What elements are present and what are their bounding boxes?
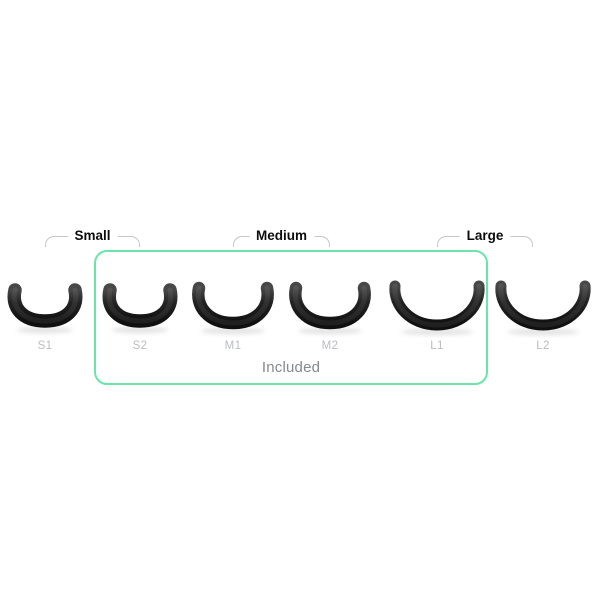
nose-pad-small-illustration [102, 283, 178, 334]
nose-pad-l2: L2 [488, 272, 598, 352]
nose-pad-s1: S1 [0, 272, 100, 352]
nose-pad-large-illustration [495, 280, 591, 336]
size-bracket-large-label: Large [459, 227, 511, 245]
size-bracket-large: Large [437, 227, 533, 247]
pad-label-l2: L2 [536, 340, 550, 352]
nose-pad-medium-illustration [289, 281, 371, 335]
nose-pad-large-illustration [389, 280, 485, 336]
pad-label-l1: L1 [430, 340, 444, 352]
nose-pad-medium-illustration [192, 281, 274, 335]
included-label: Included [261, 359, 321, 376]
included-box: Included [94, 250, 488, 385]
nose-pad-s2: S2 [85, 272, 195, 352]
pad-label-s2: S2 [132, 340, 148, 352]
pad-label-m1: M1 [224, 340, 242, 352]
pad-label-s1: S1 [37, 340, 53, 352]
nose-pad-m1: M1 [178, 272, 288, 352]
size-bracket-medium-label: Medium [248, 227, 315, 245]
size-bracket-small-label: Small [67, 227, 118, 245]
nose-pad-m2: M2 [275, 272, 385, 352]
size-bracket-small: Small [45, 227, 140, 247]
nose-pad-small-illustration [7, 283, 83, 334]
pad-label-m2: M2 [321, 340, 339, 352]
nose-pad-l1: L1 [382, 272, 492, 352]
size-bracket-medium: Medium [233, 227, 330, 247]
